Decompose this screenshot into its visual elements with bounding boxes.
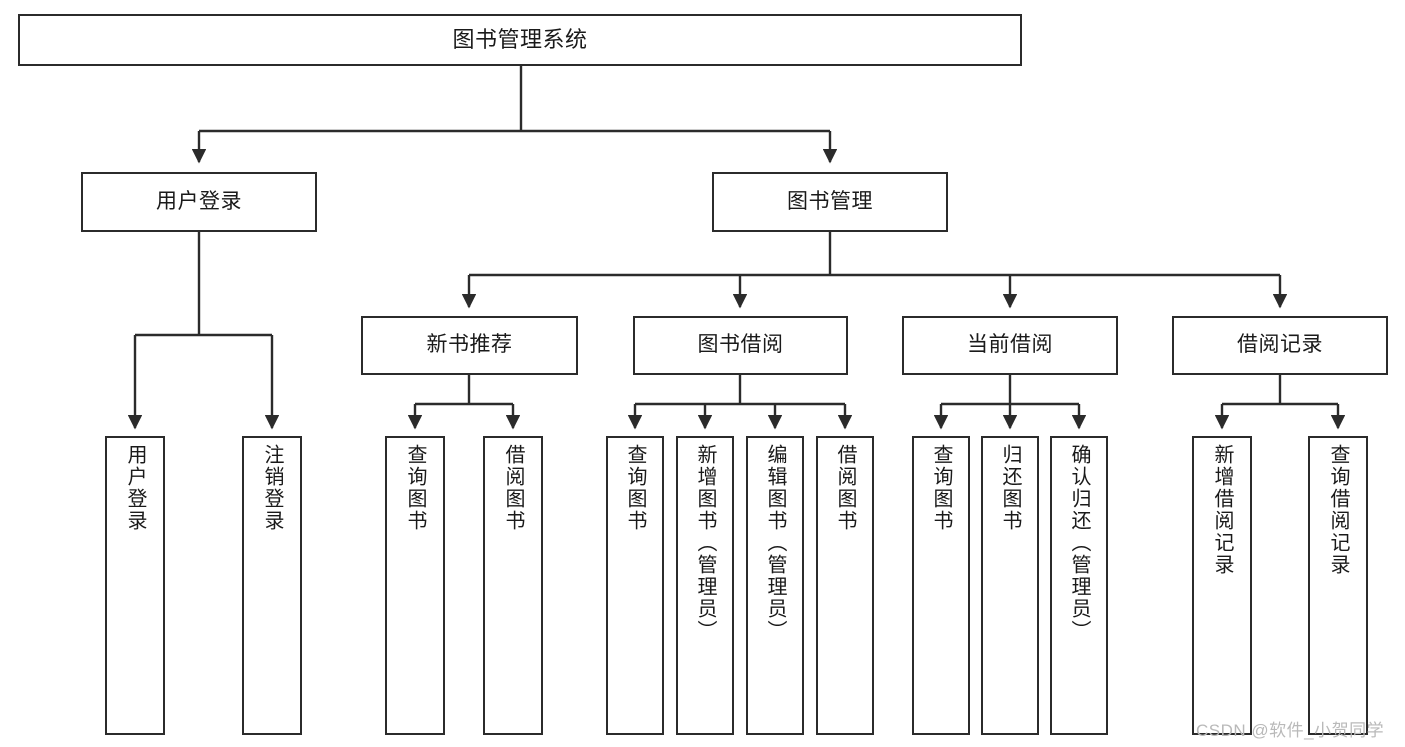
node-label: 确认归还（管理员） xyxy=(1068,444,1090,642)
node-user-login[interactable]: 用户登录 xyxy=(81,172,317,232)
leaf-query-book-recommend[interactable]: 查询图书 xyxy=(385,436,445,735)
leaf-borrow-book-borrow[interactable]: 借阅图书 xyxy=(816,436,874,735)
node-book-management[interactable]: 图书管理 xyxy=(712,172,948,232)
node-new-book-recommend[interactable]: 新书推荐 xyxy=(361,316,578,375)
leaf-query-book-borrow[interactable]: 查询图书 xyxy=(606,436,664,735)
leaf-logout[interactable]: 注销登录 xyxy=(242,436,302,735)
node-label: 注销登录 xyxy=(261,444,283,532)
node-current-borrow[interactable]: 当前借阅 xyxy=(902,316,1118,375)
node-label: 图书借阅 xyxy=(697,333,784,357)
node-label: 查询借阅记录 xyxy=(1327,444,1349,576)
node-label: 借阅图书 xyxy=(502,444,524,532)
node-label: 当前借阅 xyxy=(967,333,1053,357)
leaf-query-borrow-record[interactable]: 查询借阅记录 xyxy=(1308,436,1368,735)
node-label: 查询图书 xyxy=(930,444,952,532)
leaf-edit-book-admin[interactable]: 编辑图书（管理员） xyxy=(746,436,804,735)
node-label: 新书推荐 xyxy=(426,333,513,357)
leaf-return-book[interactable]: 归还图书 xyxy=(981,436,1039,735)
node-label: 新增图书（管理员） xyxy=(694,444,716,642)
node-label: 归还图书 xyxy=(999,444,1021,532)
leaf-add-book-admin[interactable]: 新增图书（管理员） xyxy=(676,436,734,735)
node-label: 查询图书 xyxy=(404,444,426,532)
node-label: 图书管理系统 xyxy=(452,27,588,53)
node-label: 用户登录 xyxy=(124,444,146,532)
node-label: 新增借阅记录 xyxy=(1211,444,1233,576)
leaf-query-book-current[interactable]: 查询图书 xyxy=(912,436,970,735)
node-label: 用户登录 xyxy=(156,189,242,213)
leaf-borrow-book-recommend[interactable]: 借阅图书 xyxy=(483,436,543,735)
node-book-borrow[interactable]: 图书借阅 xyxy=(633,316,848,375)
leaf-confirm-return-admin[interactable]: 确认归还（管理员） xyxy=(1050,436,1108,735)
node-root-system[interactable]: 图书管理系统 xyxy=(18,14,1022,66)
leaf-add-borrow-record[interactable]: 新增借阅记录 xyxy=(1192,436,1252,735)
node-label: 借阅图书 xyxy=(834,444,856,532)
node-label: 图书管理 xyxy=(787,189,873,213)
node-label: 查询图书 xyxy=(624,444,646,532)
leaf-user-login[interactable]: 用户登录 xyxy=(105,436,165,735)
node-borrow-record[interactable]: 借阅记录 xyxy=(1172,316,1388,375)
node-label: 借阅记录 xyxy=(1237,333,1323,357)
node-label: 编辑图书（管理员） xyxy=(764,444,786,642)
